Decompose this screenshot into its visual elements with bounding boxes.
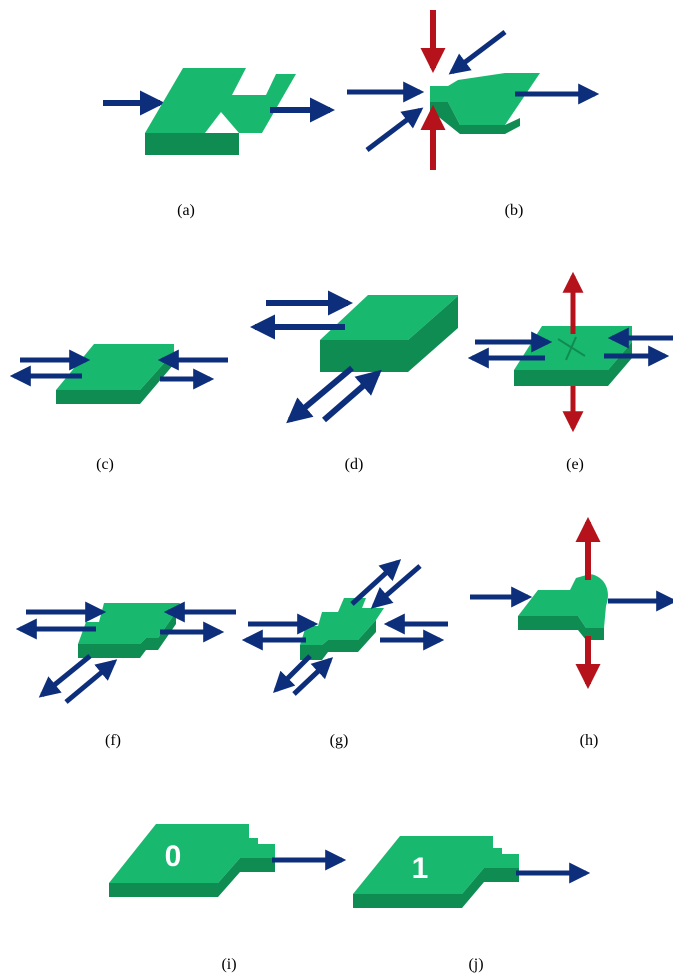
caption-i: (i) bbox=[221, 956, 237, 973]
arrow-out-top bbox=[350, 559, 402, 606]
arrow-in-top bbox=[370, 564, 422, 609]
block-top bbox=[320, 295, 458, 340]
arrow-in-bottom bbox=[292, 657, 334, 696]
block-top bbox=[145, 68, 296, 133]
caption-e: (e) bbox=[566, 456, 584, 473]
arrow-out-bottom bbox=[286, 365, 354, 424]
panel-i: 0 bbox=[109, 824, 347, 897]
arrow-out-bottom bbox=[38, 654, 92, 698]
caption-c: (c) bbox=[96, 456, 114, 473]
block-digit: 1 bbox=[412, 852, 429, 885]
block-side bbox=[353, 868, 519, 908]
block-side bbox=[518, 616, 604, 640]
arrow-in-bottom bbox=[322, 369, 382, 423]
block-side bbox=[320, 296, 458, 372]
caption-g: (g) bbox=[329, 732, 349, 749]
block-top bbox=[518, 574, 609, 628]
arrow-in-bottom bbox=[64, 659, 118, 704]
panel-f bbox=[15, 601, 236, 704]
block-side bbox=[56, 352, 174, 404]
panel-d bbox=[249, 290, 458, 424]
panel-b bbox=[347, 10, 600, 170]
block-side bbox=[145, 133, 239, 155]
caption-d: (d) bbox=[344, 456, 364, 473]
panel-c bbox=[9, 344, 228, 404]
block-side bbox=[78, 612, 176, 658]
block-top bbox=[353, 836, 519, 894]
panel-j: 1 bbox=[353, 836, 591, 908]
caption-f: (f) bbox=[105, 732, 121, 749]
panel-a bbox=[103, 68, 336, 155]
block-side bbox=[109, 858, 275, 897]
block-side bbox=[514, 342, 632, 386]
panel-h bbox=[470, 516, 673, 690]
panel-e bbox=[467, 271, 673, 433]
input-arrow-lower bbox=[365, 107, 424, 152]
block-top bbox=[300, 598, 384, 645]
block-top bbox=[430, 73, 540, 125]
caption-b: (b) bbox=[504, 202, 524, 219]
block-side bbox=[430, 102, 520, 134]
caption-a: (a) bbox=[177, 202, 195, 219]
panel-g bbox=[241, 559, 448, 696]
input-arrow-upper bbox=[448, 30, 507, 75]
cross-mark bbox=[565, 336, 577, 361]
arrow-out-bottom bbox=[273, 654, 312, 693]
caption-j: (j) bbox=[468, 956, 484, 973]
block-top bbox=[109, 824, 275, 883]
caption-h: (h) bbox=[579, 732, 599, 749]
block-digit: 0 bbox=[165, 840, 182, 873]
